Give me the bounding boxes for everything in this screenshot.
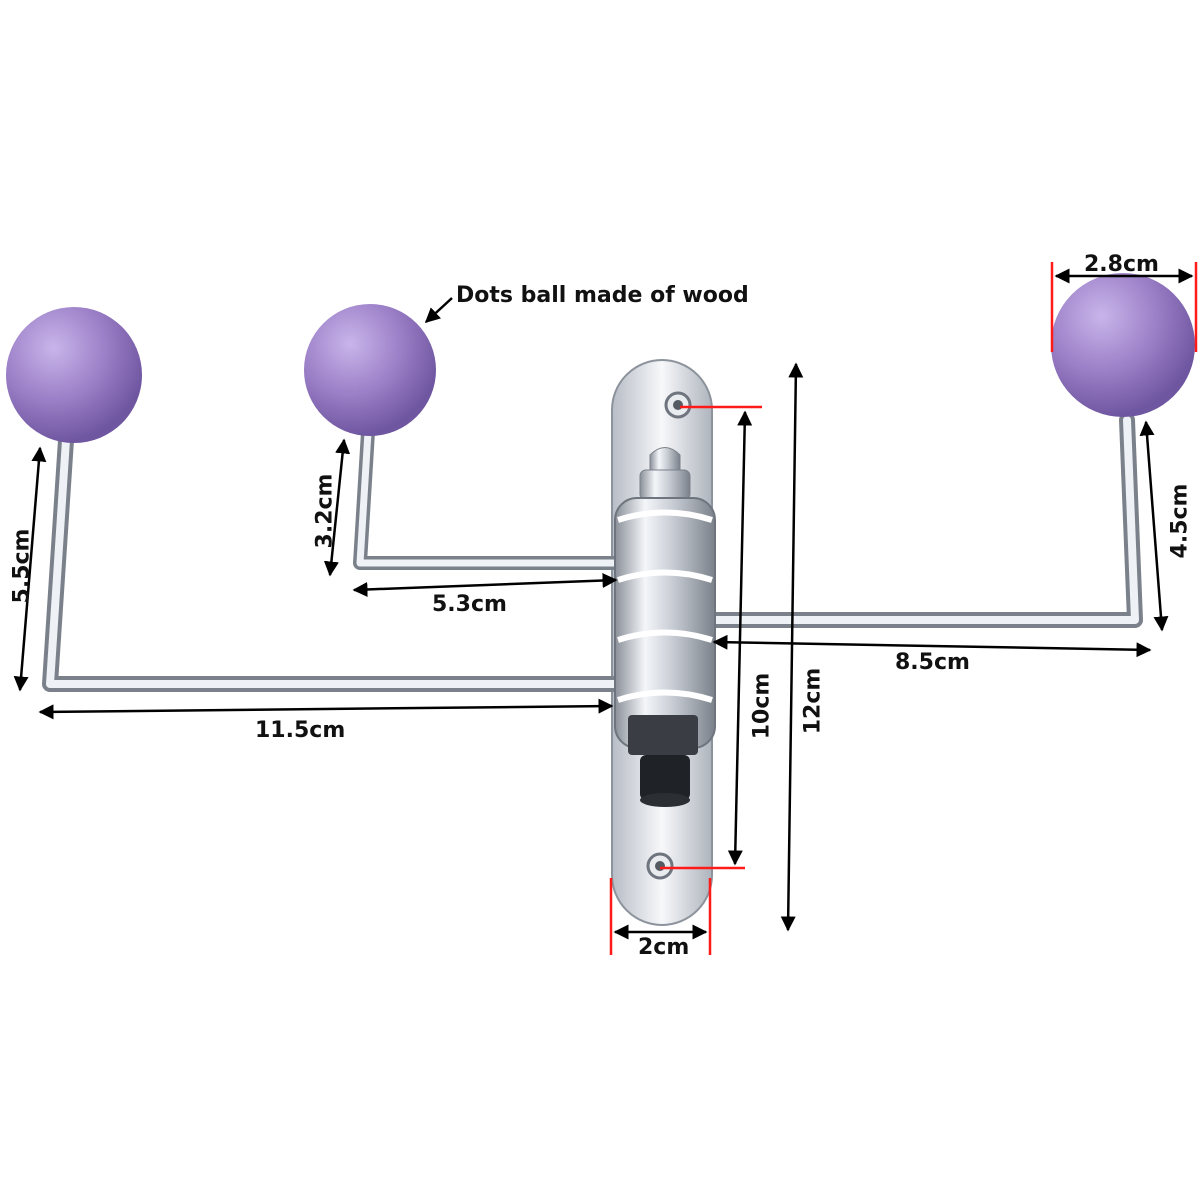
ball-material-note: Dots ball made of wood [456, 283, 749, 308]
left-length-arrow [38, 698, 614, 720]
left-ball [6, 307, 142, 443]
left-hook-length-label: 11.5cm [255, 718, 346, 743]
right-hook-height-label: 4.5cm [1167, 483, 1193, 559]
middle-height-arrow [323, 438, 351, 577]
right-ball [1051, 273, 1195, 417]
plate-length-arrow [780, 362, 804, 932]
hole-spacing-arrow [727, 410, 753, 866]
middle-ball [304, 304, 436, 436]
ball-diameter-label: 2.8cm [1084, 252, 1159, 277]
hole-spacing-label: 10cm [749, 672, 775, 740]
right-hook-rod [692, 412, 1143, 628]
wooden-balls [6, 273, 1195, 443]
note-pointer-arrow [424, 297, 453, 324]
plate-length-label: 12cm [800, 667, 826, 735]
left-height-arrow [13, 446, 47, 692]
swivel-hinge [614, 447, 716, 807]
right-length-arrow [712, 634, 1152, 658]
right-hook-length-label: 8.5cm [895, 650, 970, 675]
red-dimension-lines [609, 262, 1198, 955]
middle-length-arrow [352, 573, 618, 597]
black-dimension-arrows [13, 297, 1169, 932]
middle-hook-rod [353, 425, 647, 570]
middle-hook-length-label: 5.3cm [432, 592, 507, 617]
plate-width-label: 2cm [638, 935, 690, 960]
right-height-arrow [1139, 420, 1169, 632]
hook-rods [42, 412, 1143, 692]
middle-hook-height-label: 3.2cm [312, 473, 338, 549]
left-hook-height-label: 5.5cm [9, 528, 35, 604]
